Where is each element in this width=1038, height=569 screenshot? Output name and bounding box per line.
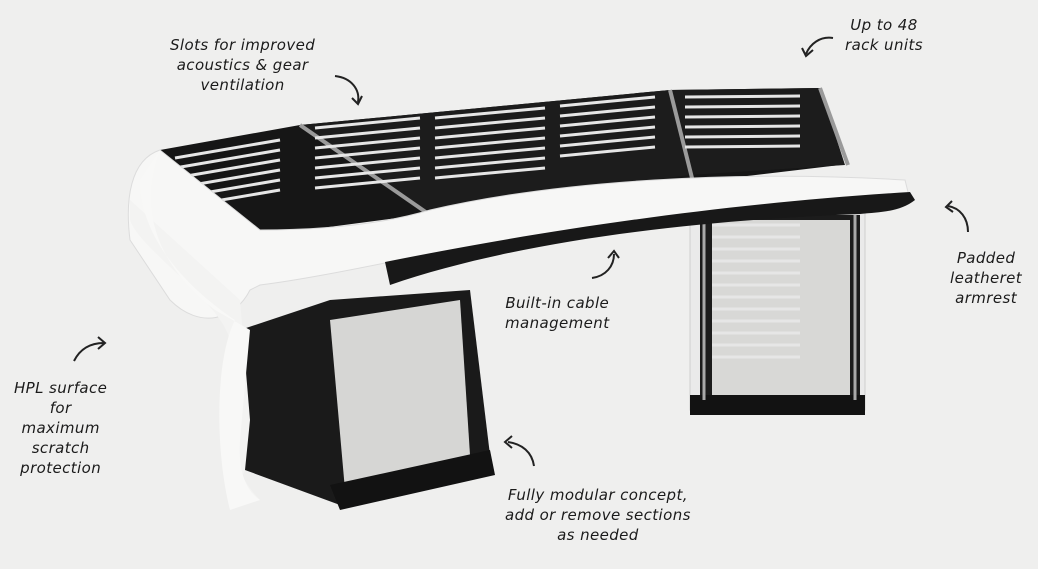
arrow-slots (334, 75, 363, 106)
slot (434, 156, 546, 170)
slot (684, 94, 801, 99)
arrow-rack-units (801, 36, 834, 58)
annotation-line: as needed (557, 526, 639, 544)
ventilation-slots (174, 94, 801, 359)
annotation-line: for (49, 399, 72, 417)
left-leg (240, 290, 495, 510)
annotation-line: Padded (956, 249, 1016, 267)
slot (314, 136, 421, 150)
annotation-slots: Slots for improved acoustics & gear vent… (170, 35, 315, 95)
annotation-hpl: HPL surface for maximum scratch protecti… (14, 378, 107, 478)
annotation-line: Built-in cable (505, 294, 610, 312)
slot (559, 115, 656, 128)
annotation-line: leatheret (950, 269, 1023, 287)
annotation-line: protection (20, 459, 102, 477)
slot (434, 136, 546, 150)
slot (174, 138, 281, 160)
annotation-line: Up to 48 (850, 16, 918, 34)
slot (684, 144, 801, 149)
desk-surface (127, 149, 915, 510)
slot (684, 134, 801, 139)
annotation-line: scratch (31, 439, 90, 457)
slot (684, 104, 801, 109)
annotation-line: armrest (955, 289, 1017, 307)
slot (434, 146, 546, 160)
slot (559, 105, 656, 118)
annotation-line: acoustics & gear (176, 56, 309, 74)
slot (314, 126, 421, 140)
slot (314, 176, 421, 190)
slot (684, 114, 801, 119)
arrow-modular (503, 435, 535, 467)
slot (174, 148, 281, 170)
slot (434, 106, 546, 120)
annotation-line: HPL surface (14, 379, 108, 397)
annotation-line: rack units (845, 36, 923, 54)
arrow-cable (591, 249, 620, 279)
slot (559, 125, 656, 138)
annotation-line: ventilation (200, 76, 285, 94)
annotation-line: maximum (21, 419, 100, 437)
annotation-line: management (505, 314, 610, 332)
slot (314, 166, 421, 180)
slot (314, 156, 421, 170)
annotation-line: Fully modular concept, (507, 486, 688, 504)
annotation-line: add or remove sections (505, 506, 691, 524)
arrow-armrest (944, 200, 969, 233)
annotation-armrest: Padded leatheret armrest (950, 248, 1022, 308)
annotation-cable: Built-in cable management (505, 293, 609, 333)
slot (559, 145, 656, 158)
annotation-modular: Fully modular concept, add or remove sec… (505, 485, 691, 545)
arrow-hpl (73, 336, 107, 362)
slot (314, 146, 421, 160)
slot (434, 166, 546, 180)
slot (434, 126, 546, 140)
slot (559, 135, 656, 148)
slot (434, 116, 546, 130)
slot (684, 124, 801, 129)
slot (174, 158, 281, 180)
slot (314, 116, 421, 130)
annotation-rack-units: Up to 48 rack units (845, 15, 923, 55)
slot (559, 95, 656, 108)
annotation-line: Slots for improved (170, 36, 316, 54)
